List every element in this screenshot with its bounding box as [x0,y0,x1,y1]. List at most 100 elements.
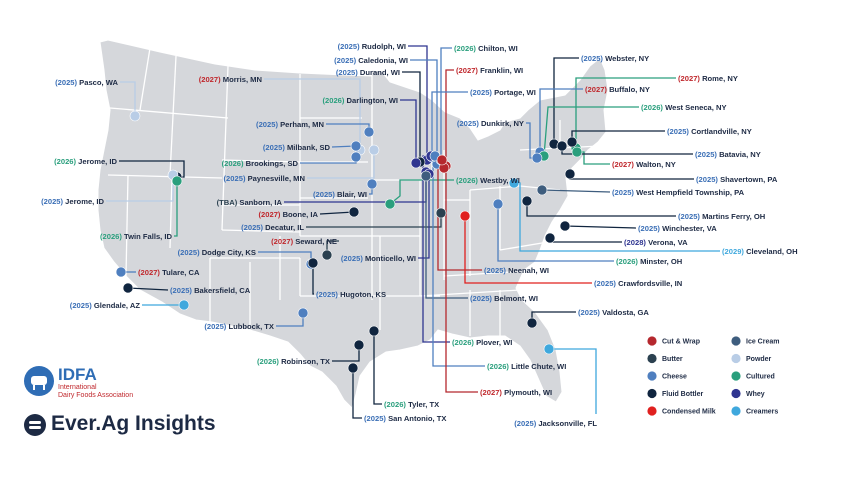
leader-line [543,106,639,157]
legend-label: Cut & Wrap [662,339,700,346]
facility-city: Little Chute, WI [511,362,566,371]
facility-city: Blair, WI [337,190,367,199]
facility-city: Belmont, WI [494,294,538,303]
facility-year: (2025) [170,286,194,295]
facility-marker-bakersfield-ca[interactable] [122,282,134,294]
facility-marker-hugoton-ks[interactable] [307,257,319,269]
facility-marker-westby-wi[interactable] [384,198,396,210]
facility-labels: (2025) Rudolph, WI(2025) Caledonia, WI(2… [41,42,797,428]
facility-city: Brookings, SD [246,159,299,168]
facility-marker-glendale-az[interactable] [178,299,190,311]
facility-year: (2027) [585,85,609,94]
facility-year: (2027) [138,268,162,277]
facility-marker-pasco-wa[interactable] [129,110,141,122]
facility-city: Rudolph, WI [362,42,406,51]
facility-marker-crawfordsville-in[interactable] [459,210,471,222]
facility-marker-dunkirk-ny[interactable] [531,152,543,164]
idfa-name: IDFA [58,365,97,384]
facility-city: Darlington, WI [347,96,398,105]
facility-marker-lubbock-tx[interactable] [297,307,309,319]
facility-label: (2025) Crawfordsville, IN [594,279,682,288]
facility-marker-paynesville-mn[interactable] [368,144,380,156]
leader-line [549,348,597,414]
facility-label: (2025) Monticello, WI [341,254,416,263]
facility-marker-valdosta-ga[interactable] [526,317,538,329]
facility-city: Monticello, WI [365,254,416,263]
facility-year: (2027) [271,237,295,246]
facility-city: Shavertown, PA [720,175,778,184]
facility-city: Minster, OH [640,257,682,266]
facility-year: (2027) [199,75,223,84]
facility-city: Rome, NY [702,74,738,83]
state-border-line [169,55,177,176]
leader-line [352,368,362,419]
facility-marker-darlington-wi[interactable] [410,157,422,169]
facility-year: (2025) [334,56,358,65]
facility-marker-tyler-tx[interactable] [368,325,380,337]
facility-city: Franklin, WI [480,66,523,75]
facility-marker-robinson-tx[interactable] [353,339,365,351]
facility-city: Glendale, AZ [94,301,140,310]
leader-line [445,69,454,166]
facility-label: (2025) Dodge City, KS [178,248,256,257]
facility-year: (2025) [638,224,662,233]
facility-year: (2025) [696,175,720,184]
facility-marker-perham-mn[interactable] [363,126,375,138]
facility-label: (2027) Plymouth, WI [480,388,552,397]
facility-label: (2026) Twin Falls, ID [100,232,173,241]
facility-label: (2025) Glendale, AZ [70,301,141,310]
facility-marker-verona-va[interactable] [544,232,556,244]
facility-marker-milbank-sd[interactable] [350,140,362,152]
legend-swatch [731,353,741,364]
facility-marker-plymouth-wi[interactable] [436,154,448,166]
facility-marker-winchester-va[interactable] [559,220,571,232]
facility-year: (2028) [624,238,648,247]
facility-marker-cleveland-oh[interactable] [508,177,520,189]
leader-line [418,174,430,259]
facility-year: (2026) [257,357,281,366]
facility-year: (2027) [259,210,283,219]
facility-city: Walton, NY [636,160,676,169]
facility-city: Morris, MN [223,75,262,84]
facility-year: (2029) [722,247,746,256]
facility-year: (2026) [322,96,346,105]
facility-marker-belmont-wi[interactable] [420,170,432,182]
facility-label: (2027) Walton, NY [612,160,676,169]
facility-marker-seward-ne[interactable] [321,249,333,261]
facility-year: (2025) [224,174,248,183]
facility-marker-west-hempfield-township-pa[interactable] [536,184,548,196]
facility-year: (2025) [263,143,287,152]
facility-marker-minster-oh[interactable] [492,198,504,210]
facility-marker-san-antonio-tx[interactable] [347,362,359,374]
legend-swatch [731,371,741,381]
facility-year: (2025) [341,254,365,263]
facility-marker-blair-wi[interactable] [366,178,378,190]
facility-marker-martins-ferry-oh[interactable] [521,195,533,207]
facility-marker-twin-falls-id[interactable] [171,175,183,187]
facility-marker-jacksonville-fl[interactable] [543,343,555,355]
facility-year: (2025) [241,223,265,232]
legend-label: Condensed Milk [662,409,716,416]
legend-swatch [647,353,657,364]
facility-marker-walton-ny[interactable] [571,146,583,158]
facility-marker-decatur-il[interactable] [435,207,447,219]
legend-swatch [731,336,741,346]
leader-line [174,181,178,237]
facility-marker-boone-ia[interactable] [348,206,360,218]
facility-marker-batavia-ny[interactable] [556,140,568,152]
facility-city: Cleveland, OH [746,247,797,256]
facility-marker-tulare-ca[interactable] [115,266,127,278]
legend-swatch [731,388,741,399]
facility-label: (2027) Morris, MN [199,75,262,84]
facility-city: Paynesville, MN [248,174,305,183]
everag-mark-icon [24,414,46,436]
facility-city: Jerome, ID [65,197,104,206]
facility-marker-brookings-sd[interactable] [350,151,362,163]
facility-city: West Seneca, NY [665,103,726,112]
facility-marker-cortlandville-ny[interactable] [566,136,578,148]
idfa-line1: International [58,384,97,391]
legend-label: Ice Cream [746,339,779,346]
legend-label: Fluid Bottler [662,391,703,398]
facility-marker-shavertown-pa[interactable] [564,168,576,180]
